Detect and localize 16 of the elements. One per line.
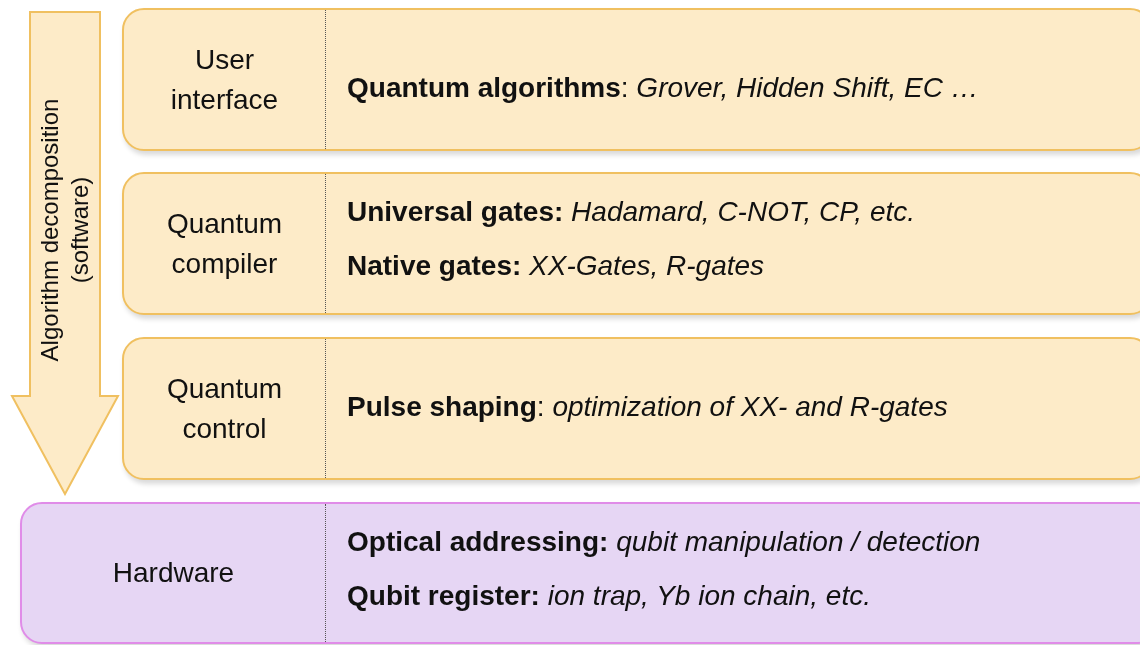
arrow-label: Algorithm decomposition (software): [35, 97, 94, 364]
layer-name: Quantum control: [165, 371, 284, 446]
layer-description: Optical addressing: qubit manipulation / detection: [347, 526, 981, 558]
layer-band: [122, 8, 1140, 151]
layer-name: Quantum compiler: [165, 206, 284, 281]
layer-band: [122, 337, 1140, 480]
layer-description: Qubit register: ion trap, Yb ion chain, etc.: [347, 580, 871, 612]
layer-description: Native gates: XX-Gates, R-gates: [347, 250, 765, 282]
layer-description: Quantum algorithms: Grover, Hidden Shift, EC …: [347, 72, 979, 104]
layer-description: Universal gates: Hadamard, C-NOT, CP, etc.: [347, 196, 915, 228]
down-arrow: [10, 10, 120, 496]
layer-name: Hardware: [111, 556, 236, 590]
layer-band: [122, 172, 1140, 315]
layer-name: User interface: [169, 42, 280, 117]
layer-band: [20, 502, 1140, 644]
layer-description: Pulse shaping: optimization of XX- and R-gates: [347, 391, 948, 423]
